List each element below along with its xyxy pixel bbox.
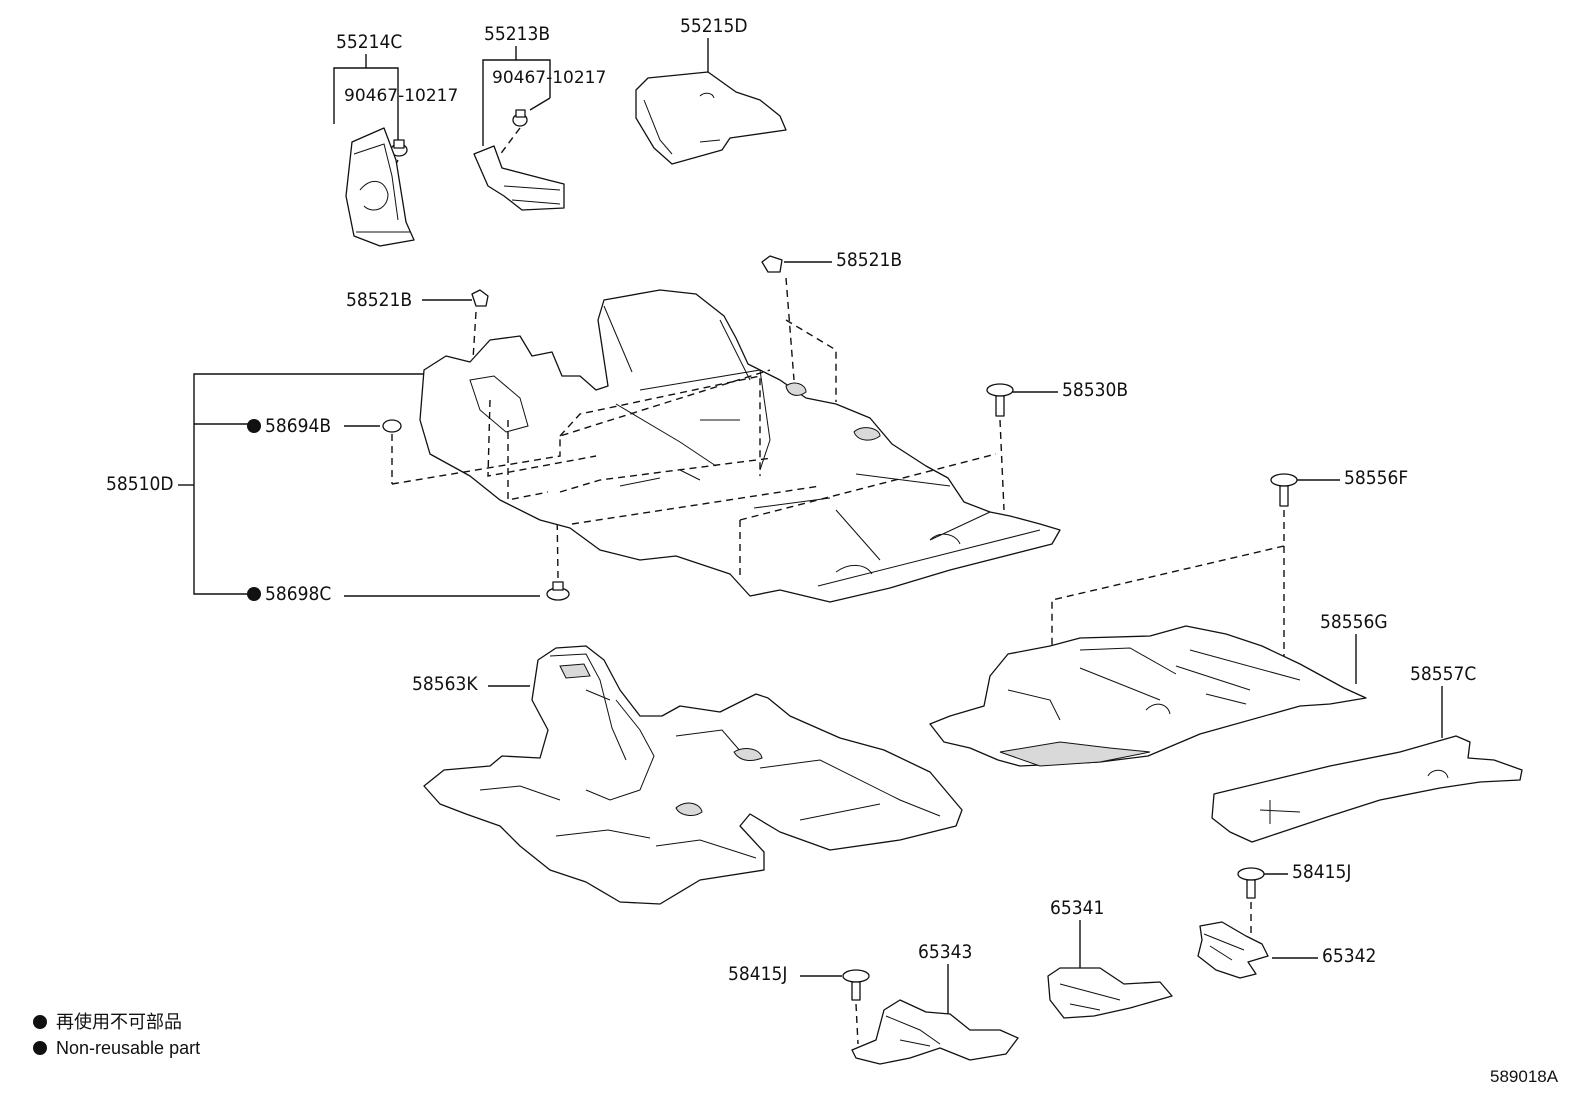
part-58557c-group: 58557C: [1211, 663, 1523, 843]
label-58563k: 58563K: [412, 673, 478, 695]
part-55215d: [635, 71, 787, 165]
part-58556g-group: 58556G: [929, 611, 1388, 767]
part-58563k: [423, 645, 963, 905]
label-90467-10217-a: 90467-10217: [344, 86, 458, 106]
part-55214c: [345, 127, 415, 247]
part-55213b: [473, 145, 565, 211]
label-58694b: 58694B: [265, 415, 331, 437]
label-58698c: 58698C: [265, 583, 331, 605]
part-55215d-group: 55215D: [635, 15, 787, 165]
label-58556g: 58556G: [1320, 611, 1388, 633]
pin-58556f: [1270, 473, 1298, 507]
part-65341-group: 65341: [1047, 897, 1173, 1019]
non-reusable-dot-58698c: [247, 587, 261, 601]
clip-58694b: [382, 419, 402, 433]
pin-58530b: [986, 383, 1014, 417]
part-58530b-group: 58530B: [986, 379, 1128, 511]
part-65343-group: 65343: [851, 941, 1019, 1065]
label-65343: 65343: [918, 941, 972, 963]
legend-en: Non-reusable part: [56, 1038, 200, 1058]
part-58557c: [1211, 735, 1523, 843]
part-58415j-b-group: 58415J: [1237, 861, 1351, 936]
part-55213b-group: 55213B 90467-10217: [473, 23, 606, 211]
label-58521b-a: 58521B: [346, 289, 412, 311]
part-65341: [1047, 967, 1173, 1019]
label-55215d: 55215D: [680, 15, 748, 37]
label-55213b: 55213B: [484, 23, 550, 45]
label-55214c: 55214C: [336, 31, 402, 53]
part-58510d-group: 58510D 58694B 58698C: [106, 289, 1061, 605]
part-55214c-group: 55214C 90467-10217: [333, 31, 458, 247]
label-58510d: 58510D: [106, 473, 174, 495]
label-58556f: 58556F: [1344, 467, 1408, 489]
legend-jp: 再使用不可部品: [56, 1012, 182, 1032]
legend-dot-en: [33, 1041, 47, 1055]
label-58557c: 58557C: [1410, 663, 1476, 685]
clip-58521b-a: [471, 289, 489, 307]
label-65341: 65341: [1050, 897, 1104, 919]
legend-dot-jp: [33, 1015, 47, 1029]
pin-58415j-a: [842, 969, 870, 1001]
clip-58521b-b: [761, 255, 783, 273]
part-58521b-b-group: 58521B: [761, 249, 902, 402]
legend: 再使用不可部品 Non-reusable part: [33, 1012, 200, 1058]
clip-90467-b: [512, 109, 528, 127]
part-58510d: [419, 289, 1061, 603]
part-58556g: [929, 625, 1367, 767]
drawing-code: 589018A: [1490, 1067, 1559, 1086]
part-58563k-group: 58563K: [412, 645, 963, 905]
label-58415j-b: 58415J: [1292, 861, 1351, 883]
label-58530b: 58530B: [1062, 379, 1128, 401]
part-65342: [1197, 921, 1269, 979]
clip-58698c: [546, 581, 570, 601]
label-58521b-b: 58521B: [836, 249, 902, 271]
label-58415j-a: 58415J: [728, 963, 787, 985]
pin-58415j-b: [1237, 867, 1265, 899]
label-90467-10217-b: 90467-10217: [492, 68, 606, 88]
part-58521b-a-group: 58521B: [346, 289, 489, 471]
part-65343: [851, 999, 1019, 1065]
label-65342: 65342: [1322, 945, 1376, 967]
part-58415j-a-group: 58415J: [728, 963, 870, 1045]
non-reusable-dot-58694b: [247, 419, 261, 433]
part-65342-group: 65342: [1197, 921, 1376, 979]
